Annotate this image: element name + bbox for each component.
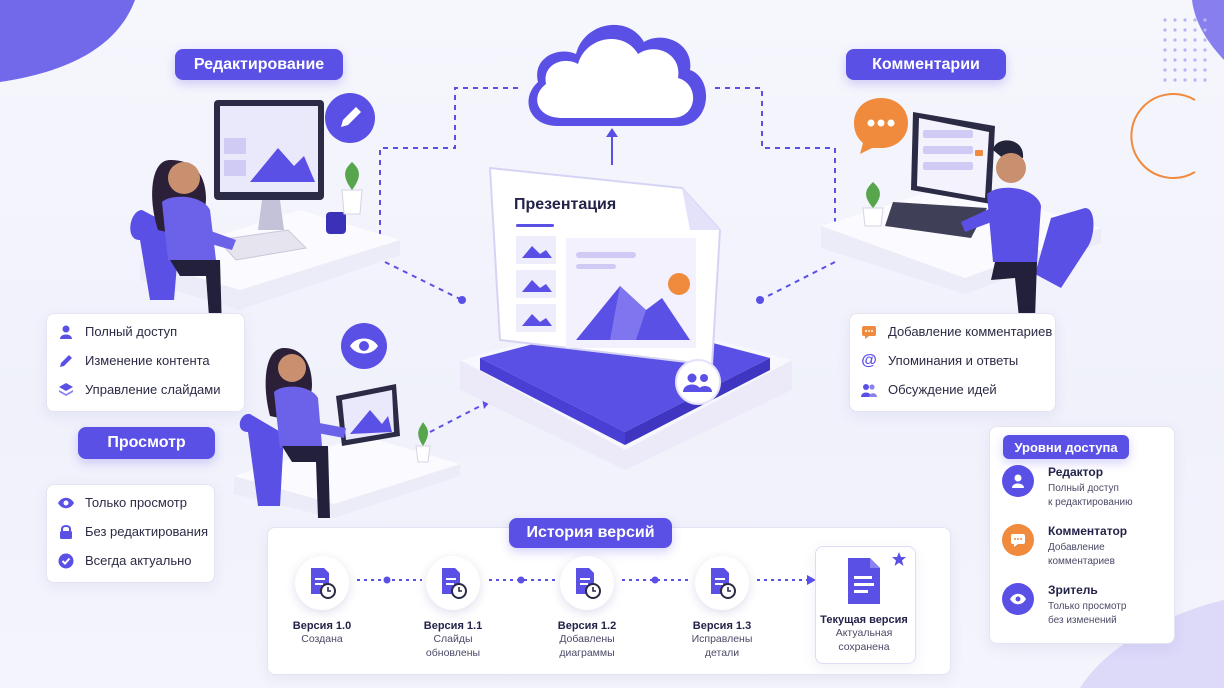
version-item: Версия 1.3 Исправлены детали [667,556,777,660]
eye-icon [57,494,75,512]
access-level-desc: без изменений [1048,615,1117,626]
version-item: Версия 1.2 Добавлены диаграммы [532,556,642,660]
presentation-platform [460,166,792,470]
feature-edit-content: Изменение контента [47,346,244,375]
presentation-title-underline [516,224,554,227]
editor-workstation [130,100,400,330]
feature-label: Обсуждение идей [888,382,997,397]
version-desc: Исправлены [691,633,753,645]
version-title: Версия 1.1 [423,620,483,632]
comments-label: Комментарии [846,49,1006,80]
version-desc: Актуальная [835,627,893,639]
document-clock-icon [560,556,614,610]
version-desc: диаграммы [559,647,615,659]
feature-manage-slides: Управление слайдами [47,375,244,404]
feature-label: Управление слайдами [85,382,221,397]
access-levels-title: Уровни доступа [1003,435,1129,459]
presentation-title: Презентация [514,196,617,213]
access-level-desc: Полный доступ [1048,483,1119,494]
feature-label: Изменение контента [85,353,210,368]
document-clock-icon [695,556,749,610]
feature-add-comments: Добавление комментариев [850,317,1055,346]
user-icon [57,323,75,341]
eye-icon [341,323,387,369]
user-icon [1002,465,1034,497]
comment-features-card: Добавление комментариев @ Упоминания и о… [849,313,1056,412]
feature-mentions: @ Упоминания и ответы [850,346,1055,375]
viewing-label: Просмотр [78,427,215,459]
feature-label: Всегда актуально [85,553,192,568]
users-icon [860,381,878,399]
version-item-current: Текущая версия Актуальная сохранена [809,552,919,654]
layers-icon [57,381,75,399]
feature-label: Без редактирования [85,524,209,539]
version-title: Версия 1.0 [292,620,352,632]
lock-icon [57,523,75,541]
version-timeline [357,575,816,585]
feature-label: Только просмотр [85,495,187,510]
editing-features-card: Полный доступ Изменение контента Управле… [46,313,245,412]
cloud-icon [528,24,707,127]
version-desc: Создана [301,633,343,645]
access-level-desc: к редактированию [1048,497,1133,508]
version-desc: Слайды [433,633,473,645]
document-icon [809,554,919,608]
access-level-editor: Редактор Полный доступ к редактированию [990,465,1174,510]
chat-icon [1002,524,1034,556]
access-level-desc: комментариев [1048,556,1115,567]
version-title: Версия 1.3 [692,620,752,632]
at-sign-icon: @ [861,351,877,369]
feature-discussion: Обсуждение идей [850,375,1055,404]
chat-bubble-icon [854,98,908,154]
version-item: Версия 1.0 Создана [267,556,377,646]
check-circle-icon [57,552,75,570]
feature-label: Упоминания и ответы [888,353,1019,368]
viewer-workstation [234,348,460,518]
star-icon [892,552,906,566]
eye-icon [1002,583,1034,615]
access-level-commenter: Комментатор Добавление комментариев [990,524,1174,569]
view-features-card: Только просмотр Без редактирования Всегд… [46,484,215,583]
document-clock-icon [295,556,349,610]
access-level-desc: Только просмотр [1048,601,1127,612]
version-desc: детали [704,647,740,659]
document-clock-icon [426,556,480,610]
access-level-name: Комментатор [1048,524,1128,538]
version-desc: сохранена [838,641,890,653]
access-levels-card: Уровни доступа Редактор Полный доступ к р… [989,426,1175,644]
version-item: Версия 1.1 Слайды обновлены [398,556,508,660]
version-history-label: История версий [509,518,672,548]
version-title: Текущая версия [820,614,908,626]
feature-label: Полный доступ [85,324,178,339]
pencil-icon [325,93,375,143]
commenter-workstation [821,112,1101,318]
access-level-name: Зритель [1048,583,1098,597]
version-title: Версия 1.2 [557,620,617,632]
feature-no-editing: Без редактирования [47,517,214,546]
pencil-icon [57,352,75,370]
version-desc: Добавлены [559,633,615,645]
feature-full-access: Полный доступ [47,317,244,346]
feature-view-only: Только просмотр [47,488,214,517]
editing-label: Редактирование [175,49,343,80]
chat-icon [860,323,878,341]
access-level-desc: Добавление [1048,542,1105,553]
access-level-name: Редактор [1048,465,1104,479]
feature-always-current: Всегда актуально [47,546,214,575]
version-desc: обновлены [425,647,481,659]
current-version-card [815,546,916,664]
feature-label: Добавление комментариев [888,324,1053,339]
access-level-viewer: Зритель Только просмотр без изменений [990,583,1174,628]
